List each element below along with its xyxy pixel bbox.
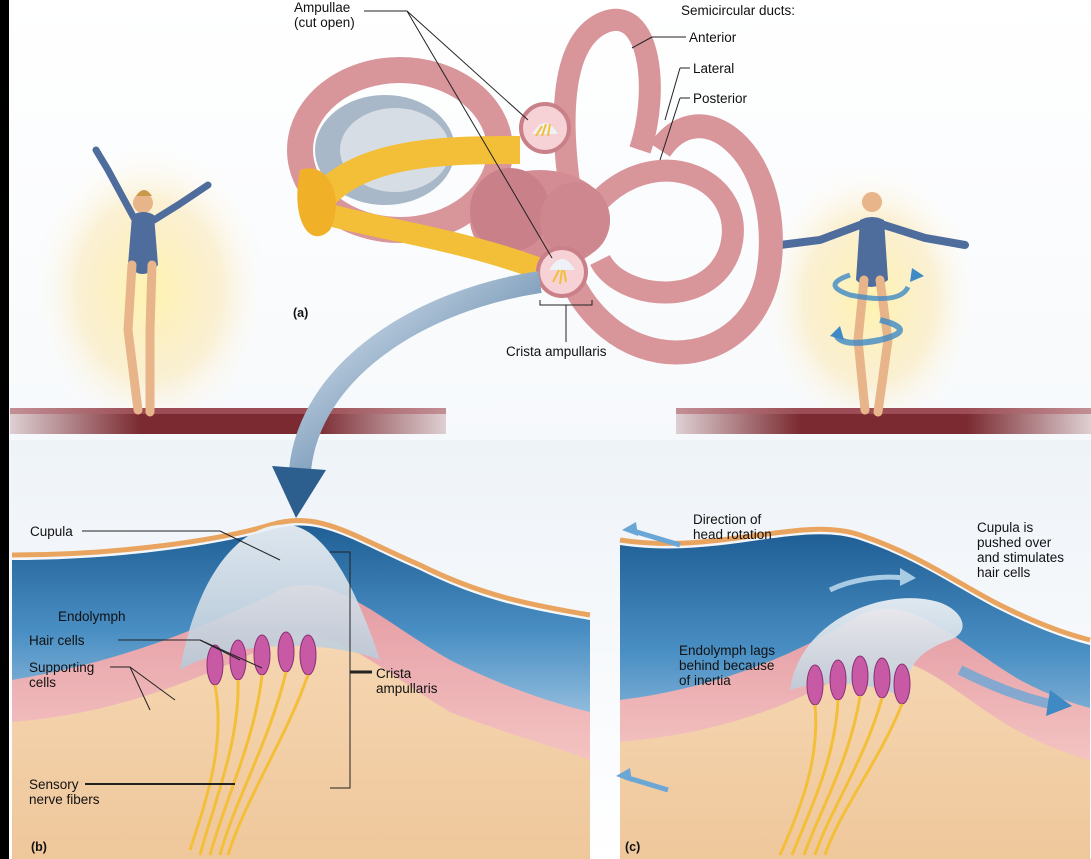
label-crista-ampullaris-a: Crista ampullaris (506, 344, 607, 359)
cupula-deflection-panel-c (616, 522, 1091, 859)
gymnast-spinning-figure (776, 192, 969, 417)
label-endolymph: Endolymph (58, 609, 126, 624)
label-posterior: Posterior (693, 91, 748, 106)
label-cupula: Cupula (30, 524, 73, 539)
label-crista-ampullaris-b: Crista ampullaris (376, 666, 438, 696)
label-semicircular-ducts: Semicircular ducts: (681, 3, 796, 18)
label-direction-head-rotation: Direction of head rotation (693, 512, 772, 542)
label-anterior: Anterior (689, 30, 737, 45)
label-endolymph-lags: Endolymph lags behind because of inertia (679, 643, 776, 688)
leader-lines-panel-b (82, 530, 372, 789)
panel-label-a: (a) (293, 306, 309, 320)
panel-label-c: (c) (625, 840, 641, 854)
crista-ampullaris-panel-b (11, 518, 591, 859)
semicircular-ducts-illustration (287, 8, 783, 365)
label-sensory-nerve-fibers: Sensory nerve fibers (29, 777, 100, 807)
panel-label-b: (b) (31, 840, 47, 854)
label-cupula-pushed: Cupula is pushed over and stimulates hai… (977, 520, 1065, 580)
zoom-arrow (289, 271, 542, 472)
gymnast-still-figure (92, 146, 212, 417)
label-supporting-cells: Supporting cells (29, 660, 95, 690)
leader-lines-panel-a (364, 10, 690, 342)
label-ampullae: Ampullae (cut open) (294, 0, 355, 30)
label-lateral: Lateral (693, 61, 735, 76)
label-hair-cells: Hair cells (29, 633, 85, 648)
